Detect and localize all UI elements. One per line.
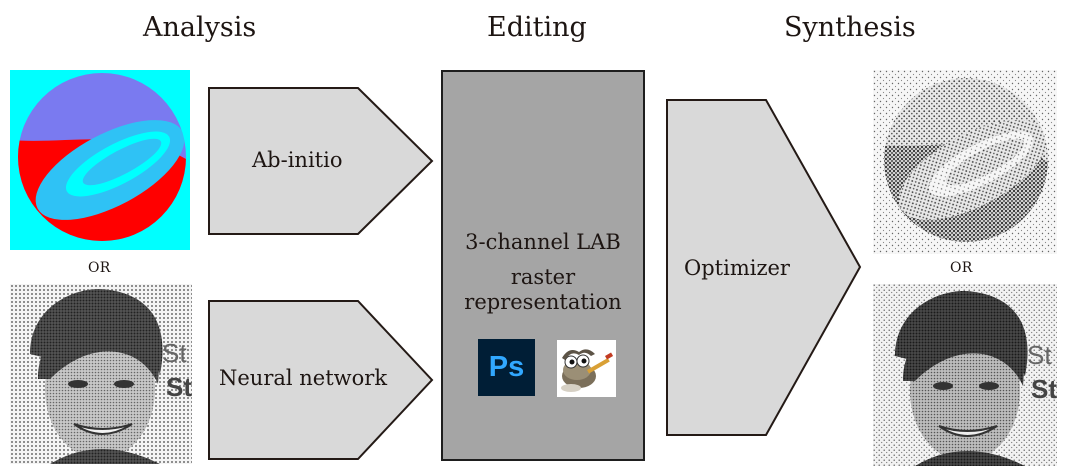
- editing-box: 3-channel LAB raster representation: [441, 70, 645, 461]
- ab-initio-label: Ab-initio: [252, 148, 343, 172]
- neural-network-arrow: Neural network: [208, 300, 434, 460]
- photoshop-icon: Ps: [478, 339, 535, 396]
- or-label-right: OR: [950, 260, 973, 276]
- editing-line-2: raster: [510, 265, 576, 289]
- gimp-icon: [557, 340, 616, 397]
- stippled-face-output: St St: [873, 284, 1057, 466]
- synthesis-heading: Synthesis: [784, 12, 916, 43]
- svg-text:St: St: [162, 338, 187, 368]
- svg-text:St: St: [1027, 340, 1052, 370]
- editing-heading: Editing: [487, 12, 587, 43]
- editing-line-1: 3-channel LAB: [465, 230, 621, 254]
- ab-initio-arrow: Ab-initio: [208, 87, 434, 235]
- logo-input-image: [10, 70, 190, 250]
- face-input-image: St St: [10, 284, 192, 464]
- editing-line-3: representation: [464, 290, 622, 314]
- optimizer-arrow: Optimizer: [666, 99, 862, 436]
- svg-text:St: St: [1031, 374, 1057, 404]
- or-label-left: OR: [88, 260, 111, 276]
- neural-network-label: Neural network: [219, 366, 388, 390]
- svg-text:St: St: [166, 372, 192, 402]
- optimizer-label: Optimizer: [684, 256, 790, 280]
- analysis-heading: Analysis: [143, 12, 257, 43]
- stippled-logo-output: [873, 70, 1057, 254]
